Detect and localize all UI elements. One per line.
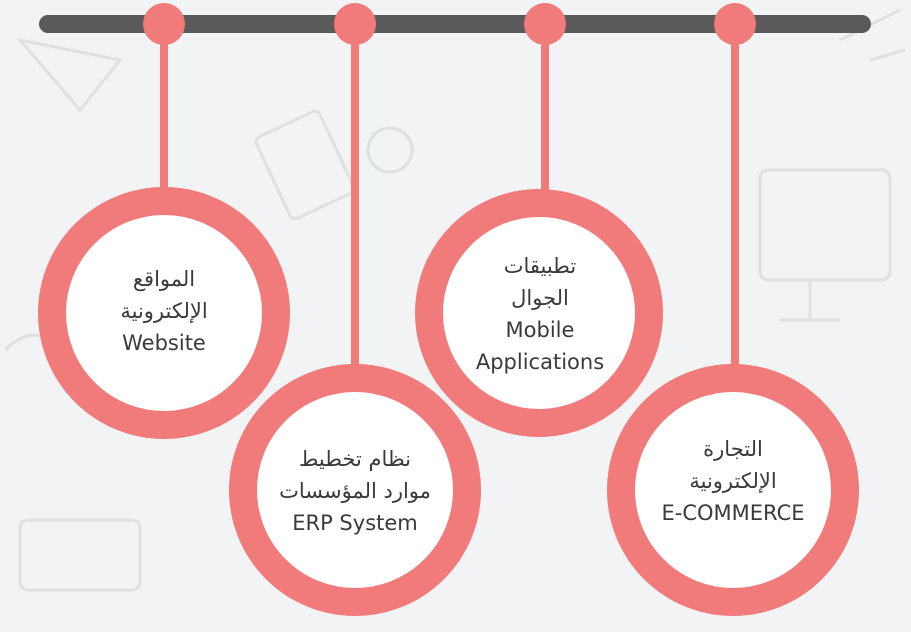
label-line: موارد المؤسسات (279, 479, 431, 503)
label-erp-system: نظام تخطيط موارد المؤسسات ERP System (255, 443, 455, 539)
label-line: Mobile (505, 318, 575, 342)
label-line: الإلكترونية (689, 469, 777, 493)
label-line: الجوال (511, 286, 569, 310)
ring-mobile-applications (415, 189, 663, 437)
label-line: E-COMMERCE (661, 501, 805, 525)
label-line: Website (122, 331, 206, 355)
pin-mobile (524, 3, 566, 45)
ring-website (38, 187, 290, 439)
pin-ecommerce (714, 3, 756, 45)
label-mobile-applications: تطبيقات الجوال Mobile Applications (450, 250, 630, 378)
doodle-arrow (16, 37, 123, 113)
pin-website (143, 3, 185, 45)
pin-erp (334, 3, 376, 45)
label-line: نظام تخطيط (298, 447, 412, 471)
label-line: المواقع (132, 267, 196, 291)
label-line: ERP System (292, 511, 418, 535)
ring-ecommerce (607, 364, 859, 616)
doodle-apple (366, 126, 414, 174)
label-line: التجارة (703, 437, 763, 461)
doodle-keyboard (18, 518, 142, 592)
label-line: الإلكترونية (120, 299, 208, 323)
label-website: المواقع الإلكترونية Website (84, 263, 244, 359)
ring-erp-system (229, 364, 481, 616)
doodle-ruler (254, 109, 356, 221)
doodle-monitor (758, 168, 892, 282)
label-ecommerce: التجارة الإلكترونية E-COMMERCE (643, 433, 823, 529)
label-line: Applications (475, 350, 605, 374)
label-line: تطبيقات (503, 254, 577, 278)
doodle-monitor-stand (780, 280, 840, 322)
